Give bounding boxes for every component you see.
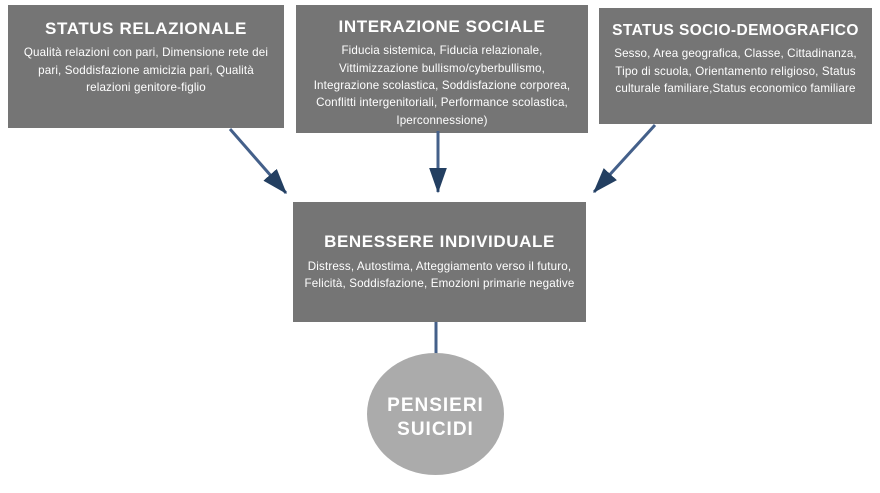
node-status-relazionale: STATUS RELAZIONALE Qualità relazioni con… — [8, 5, 284, 128]
node-status-socio-demografico-body: Sesso, Area geografica, Classe, Cittadin… — [614, 47, 857, 96]
node-status-relazionale-title: STATUS RELAZIONALE — [45, 19, 247, 38]
arrow-status-relazionale-to-benessere — [228, 128, 288, 194]
arrow-status-socio-demografico-to-benessere — [592, 123, 657, 194]
node-interazione-sociale-body: Fiducia sistemica, Fiducia relazionale, … — [313, 44, 571, 127]
node-interazione-sociale: INTERAZIONE SOCIALE Fiducia sistemica, F… — [296, 5, 588, 133]
node-status-socio-demografico: STATUS SOCIO-DEMOGRAFICO Sesso, Area geo… — [599, 8, 872, 124]
node-pensieri-suicidi-title: PENSIERI SUICIDI — [387, 395, 484, 440]
node-benessere-individuale-body: Distress, Autostima, Atteggiamento verso… — [304, 259, 575, 291]
node-pensieri-suicidi: PENSIERI SUICIDI — [367, 353, 504, 475]
node-status-socio-demografico-title: STATUS SOCIO-DEMOGRAFICO — [612, 22, 859, 39]
node-interazione-sociale-title: INTERAZIONE SOCIALE — [338, 17, 546, 36]
node-status-relazionale-body: Qualità relazioni con pari, Dimensione r… — [23, 46, 269, 95]
node-benessere-individuale-title: BENESSERE INDIVIDUALE — [324, 232, 555, 252]
node-benessere-individuale: BENESSERE INDIVIDUALE Distress, Autostim… — [293, 202, 586, 322]
